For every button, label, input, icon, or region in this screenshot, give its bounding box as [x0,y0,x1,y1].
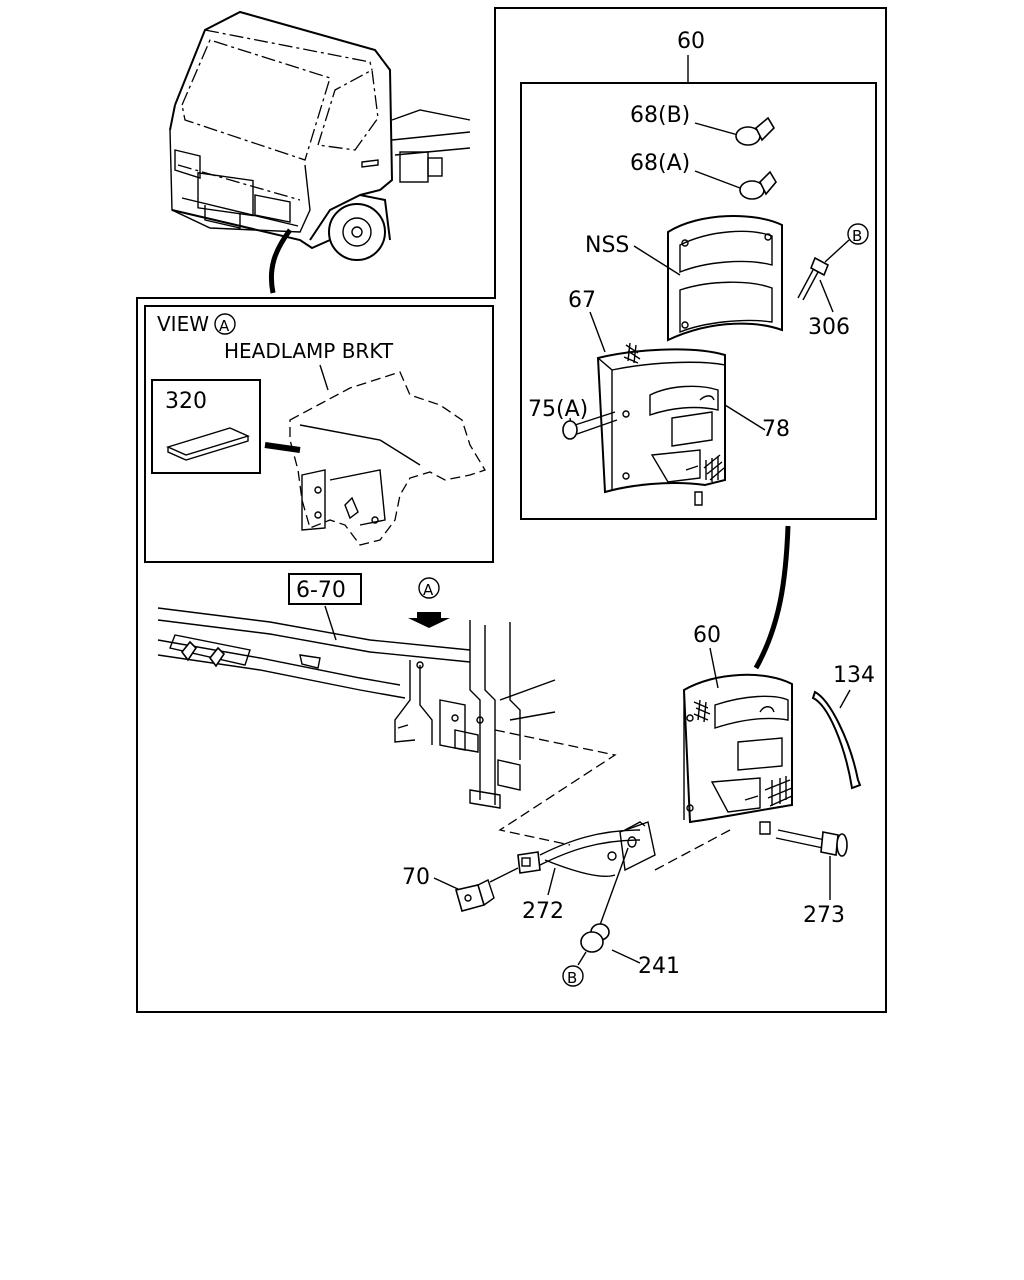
lamp-exploded-detail: 60 68(B) 68(A) NSS B [520,29,877,520]
socket-241-label: 241 [638,954,680,979]
view-marker-a: A [423,581,434,599]
harness-272: 272 [517,821,656,924]
clip-70: 70 [402,865,519,912]
view-title: VIEW [157,312,209,336]
screw-marker-b: B [852,227,862,245]
screw-306-label: 306 [808,315,850,340]
nss-gasket [667,215,783,342]
bulb-68b [735,116,776,146]
reflector-label: 134 [833,663,875,688]
nss-label: NSS [585,233,629,258]
bulb-68a [739,170,777,200]
outer-frame [136,7,887,1013]
screw-306 [797,256,830,301]
screw-75a [562,411,618,440]
housing-78 [596,342,726,506]
bulb-68b-label: 68(B) [630,103,690,128]
socket-marker-b: B [567,969,577,987]
headlamp-bracket-label: HEADLAMP BRKT [224,339,394,363]
lens-67-label: 67 [568,288,596,313]
view-a-panel: VIEW A HEADLAMP BRKT 320 [144,305,494,563]
housing-78-label: 78 [762,417,790,442]
part-320-label: 320 [165,389,207,414]
truck-illustration [169,10,471,294]
socket-241: 241 B [562,847,680,987]
reflector-134: 134 [811,663,875,790]
frame-assembly: 6-70 A [157,573,731,871]
clip-70-label: 70 [402,865,430,890]
lamp-assembly-label: 60 [693,623,721,648]
harness-272-label: 272 [522,899,564,924]
assembly-60-label: 60 [677,29,705,54]
bolt-273: 273 [775,829,848,928]
bulb-68a-label: 68(A) [630,151,690,176]
lamp-assembly-60: 60 [682,623,793,835]
screw-75a-label: 75(A) [528,397,588,422]
bolt-273-label: 273 [803,903,845,928]
view-title-marker: A [219,317,230,335]
frame-ref-label: 6-70 [296,578,346,603]
